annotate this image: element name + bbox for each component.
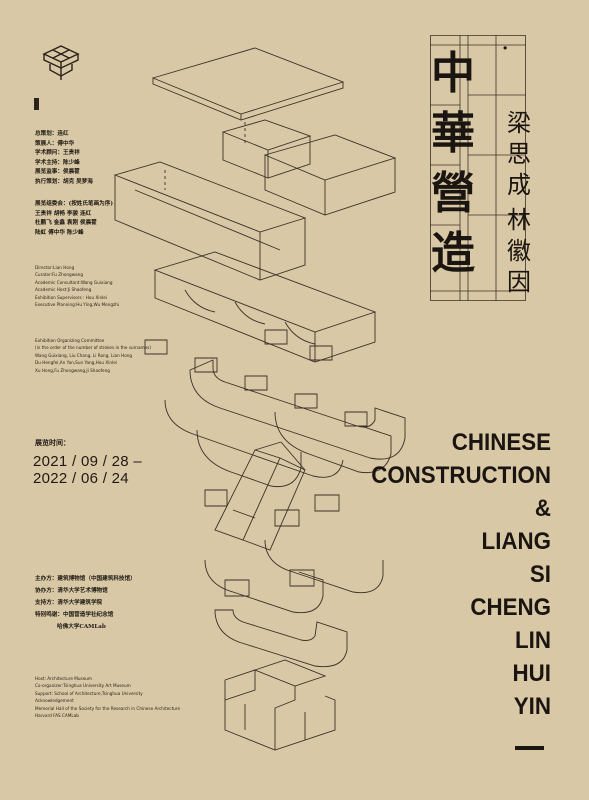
title-en-line: CHENG (470, 594, 551, 621)
title-dot: · (502, 38, 509, 59)
committee-en-line: Xu Hong,Fu Zhongwang,Ji Shaofeng (35, 367, 110, 373)
credit-en-line: Director:Lian Hong (35, 265, 75, 270)
title-en-line: CHINESE (451, 429, 551, 456)
name-char: 成 (507, 171, 531, 199)
title-char: 華 (431, 108, 475, 159)
credit-line: 策展人：傅中华 (35, 140, 75, 147)
committee-en-line: Wang Guixiang, Liu Chang, Li Rong, Lian … (35, 352, 133, 358)
title-char: 造 (431, 228, 475, 279)
title-en-line: & (534, 495, 551, 522)
committee-en-line: Du Hengfei,An Yan,Sun Yang,Hou Xinlei (35, 360, 117, 366)
side-mark (34, 98, 39, 110)
organizers-cn-block: 主办方：建筑博物馆（中国建筑科技馆） 协办方：清华大学艺术博物馆 支持方：清华大… (35, 573, 136, 633)
organizer-en-line: Memorial Hall of the Society for the Res… (35, 705, 181, 711)
title-en-line: LIANG (481, 528, 551, 555)
base-block (255, 660, 325, 686)
arm-bottom (215, 610, 347, 667)
credit-en-line: Exhibition Supervisors : Hou Xinlei (35, 294, 108, 300)
title-char: 營 (431, 168, 475, 219)
credit-en-line: Academic Consultant:Wang Guixiang (35, 279, 113, 285)
title-en-line: SI (529, 561, 551, 588)
title-name-lin: 林 徽 因 (504, 205, 534, 298)
date-start: 2021 / 09 / 28 – (33, 453, 143, 470)
organizer-line: 主办方：建筑博物馆（中国建筑科技馆） (35, 576, 136, 582)
name-char: 徽 (507, 237, 531, 265)
top-plank (153, 48, 343, 114)
committee-en-block: Exhibition Organizing Committee (in the … (35, 337, 151, 374)
credits-en-block: Director:Lian Hong Curator:Fu Zhongwang … (35, 264, 119, 308)
end-bar (515, 746, 544, 750)
dougong-logo-icon (38, 42, 84, 82)
credit-line: 展览监事：侯晨翟 (35, 169, 80, 176)
committee-line: 杜鹏飞 金鑫 袁刚 侯晨翟 (35, 220, 97, 227)
credit-line: 总策划：连红 (35, 131, 69, 137)
organizer-en-line: Support: School of Architecture,Tsinghua… (35, 690, 143, 696)
organizer-en-line: Acknowledgement (35, 698, 74, 704)
name-char: 梁 (507, 109, 531, 137)
title-en-line: LIN (515, 627, 551, 654)
name-char: 思 (507, 140, 531, 168)
committee-line: 陆虹 傅中华 陈少峰 (35, 229, 84, 236)
title-en: CHINESE CONSTRUCTION & LIANG SI CHENG LI… (328, 426, 551, 723)
organizer-en-line: Co-organizer:Tsinghua University Art Mus… (35, 683, 131, 689)
organizer-line: 特别鸣谢：中国营造学社纪念馆 (35, 612, 114, 618)
organizers-en-block: Host: Architecture Museum Co-organizer:T… (35, 675, 180, 719)
credit-line: 执行策划：胡克 吴梦海 (35, 178, 93, 185)
committee-en-line: Exhibition Organizing Committee (35, 338, 105, 343)
credit-en-line: Executive Planning:Hu Ying,Wu Mengzhi (35, 302, 120, 308)
organizer-line: 协办方：清华大学艺术博物馆 (35, 588, 108, 594)
name-char: 因 (507, 268, 531, 296)
committee-cn-block: 展览组委会：(按姓氏笔画为序) 王贵祥 胡畅 李骏 连红 杜鹏飞 金鑫 袁刚 侯… (35, 200, 113, 238)
title-name-liang: 梁 思 成 (504, 108, 534, 201)
date-label: 展览时间： (35, 438, 70, 447)
credit-line: 学术主持：陈少峰 (35, 159, 80, 166)
committee-line: 王贵祥 胡畅 李骏 连红 (35, 210, 92, 217)
title-grid (430, 35, 526, 301)
title-en-line: YIN (513, 693, 551, 720)
slanted-lever (215, 450, 280, 540)
title-en-line: HUI (512, 660, 551, 687)
credit-line: 学术顾问：王贵祥 (35, 150, 80, 157)
date-end: 2022 / 06 / 24 (33, 470, 129, 487)
organizer-line: 支持方：清华大学建筑学院 (35, 600, 103, 606)
organizer-line: 哈佛大学CAMLab (57, 624, 106, 630)
committee-en-line: (in the order of the number of strokes i… (35, 345, 152, 351)
committee-line: 展览组委会：(按姓氏笔画为序) (35, 201, 114, 207)
title-en-line: CONSTRUCTION (371, 462, 551, 489)
name-char: 林 (507, 206, 531, 234)
dougong-exploded-drawing (105, 40, 435, 755)
credit-en-line: Academic Host:Ji Shaofeng (35, 287, 92, 293)
credit-en-line: Curator:Fu Zhongwang (35, 272, 83, 278)
organizer-en-line: Harvard FAS CAMLab (35, 713, 79, 719)
organizer-en-line: Host: Architecture Museum (35, 676, 93, 681)
title-char: 中 (431, 48, 475, 99)
arm-tier-1 (190, 360, 405, 459)
title-cn-main: 中 華 營 造 (428, 44, 478, 284)
credits-cn-block: 总策划：连红 策展人：傅中华 学术顾问：王贵祥 学术主持：陈少峰 展览监事：侯晨… (35, 130, 93, 188)
